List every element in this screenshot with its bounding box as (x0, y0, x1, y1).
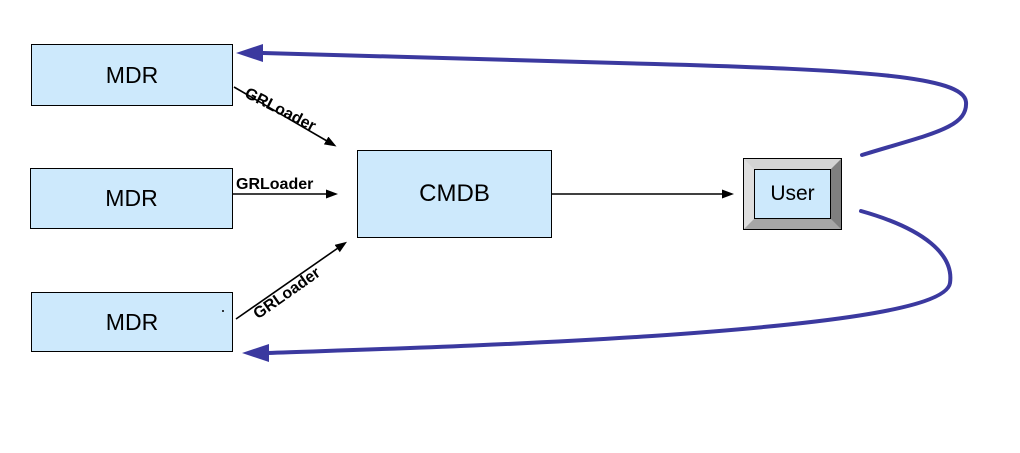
node-mdr-3-label: MDR (105, 308, 159, 335)
stray-dot (222, 310, 224, 312)
feedback-curve-user-to-mdr3 (266, 209, 953, 355)
grloader-arrow-mdr1-to-cmdb (233, 86, 337, 147)
edge-label-grloader-2: GRLoader (236, 176, 314, 193)
grloader-arrow-mdr3-to-cmdb (235, 241, 348, 320)
node-mdr-1-label: MDR (105, 61, 159, 88)
user-button-bevel: User (744, 159, 841, 229)
node-mdr-2: MDR (30, 168, 233, 229)
node-mdr-3: MDR (31, 292, 233, 352)
node-mdr-2-label: MDR (105, 185, 158, 211)
feedback-arrowhead-mdr3 (242, 344, 269, 362)
node-cmdb: CMDB (357, 150, 552, 238)
feedback-curve-user-to-mdr1 (261, 51, 969, 157)
node-cmdb-label: CMDB (419, 180, 490, 207)
node-user-label: User (770, 182, 815, 205)
node-user: User (743, 158, 842, 230)
user-button-face: User (754, 169, 831, 219)
feedback-arrowhead-mdr1 (236, 44, 263, 62)
node-mdr-1: MDR (31, 44, 233, 106)
